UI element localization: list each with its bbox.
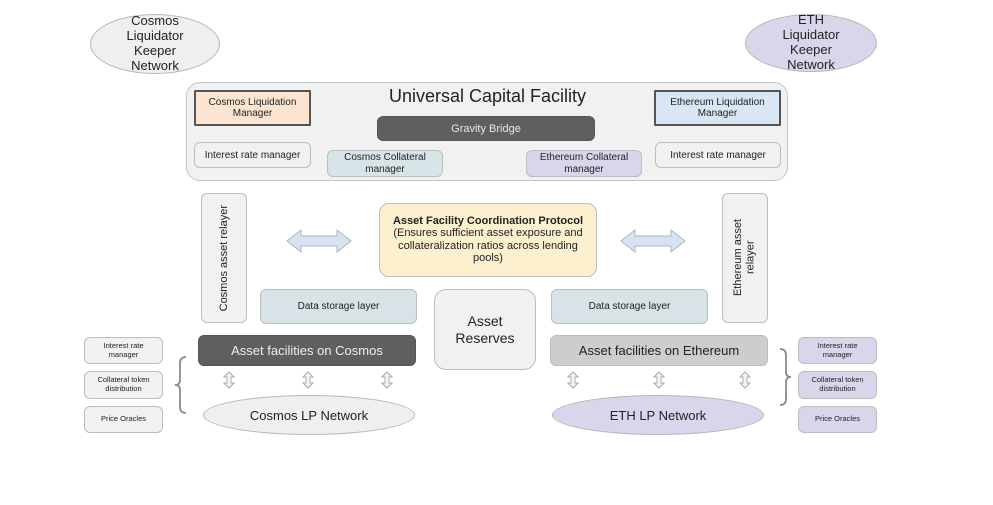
cosmos-keeper-label: Cosmos Liquidator Keeper Network [126,13,184,73]
eth-liquidator-keeper-network: ETH Liquidator Keeper Network [745,12,877,72]
cosmos-data-storage-label: Data storage layer [297,301,380,312]
ethereum-asset-relayer: Ethereum asset relayer [722,193,768,323]
cosmos-side-interest-rate-manager: Interest rate manager [84,337,163,364]
ethereum-interest-rate-manager: Interest rate manager [655,142,781,168]
eth-lp-network-label: ETH LP Network [609,407,707,423]
ucf-title: Universal Capital Facility [388,86,587,106]
cosmos-side-label: Interest rate manager [103,340,144,359]
ethereum-side-interest-rate-manager: Interest rate manager [798,337,877,364]
left-brace-icon [174,356,187,414]
cosmos-asset-relayer: Cosmos asset relayer [201,193,247,323]
ethereum-side-collateral-token-distribution: Collateral token distribution [798,371,877,399]
protocol-title: Asset Facility Coordination Protocol [392,215,584,228]
cosmos-side-price-oracles: Price Oracles [84,406,163,433]
vertical-double-arrow-icon [738,371,752,389]
protocol-description: (Ensures sufficient asset exposure and c… [393,227,583,265]
vertical-double-arrow-icon [566,371,580,389]
cosmos-lp-network: Cosmos LP Network [203,395,415,435]
cosmos-side-collateral-token-distribution: Collateral token distribution [84,371,163,399]
vertical-double-arrow-icon [222,371,236,389]
left-double-arrow-icon [286,228,352,254]
asset-facilities-ethereum: Asset facilities on Ethereum [550,335,768,366]
asset-facilities-cosmos: Asset facilities on Cosmos [198,335,416,366]
ethereum-liquidation-manager-label: Ethereum Liquidation Manager [670,96,765,120]
cosmos-interest-rate-manager-label: Interest rate manager [204,149,301,161]
asset-facilities-ethereum-label: Asset facilities on Ethereum [578,343,740,358]
cosmos-data-storage-layer: Data storage layer [260,289,417,324]
ethereum-side-label: Price Oracles [814,414,860,424]
cosmos-collateral-manager-label: Cosmos Collateral manager [344,152,426,175]
cosmos-interest-rate-manager: Interest rate manager [194,142,311,168]
asset-reserves: Asset Reserves [434,289,536,370]
cosmos-liquidation-manager-label: Cosmos Liquidation Manager [208,96,297,120]
ethereum-liquidation-manager: Ethereum Liquidation Manager [654,90,781,126]
cosmos-asset-relayer-label: Cosmos asset relayer [217,204,230,312]
ethereum-asset-relayer-label: Ethereum asset relayer [732,219,757,297]
ethereum-side-label: Interest rate manager [817,340,858,359]
gravity-bridge-label: Gravity Bridge [451,122,521,135]
gravity-bridge: Gravity Bridge [377,116,595,141]
right-brace-icon [779,348,792,406]
asset-facilities-cosmos-label: Asset facilities on Cosmos [231,343,383,358]
ethereum-collateral-manager-label: Ethereum Collateral manager [539,152,629,175]
ethereum-side-label: Collateral token distribution [811,375,864,393]
cosmos-liquidator-keeper-network: Cosmos Liquidator Keeper Network [90,13,220,74]
vertical-double-arrow-icon [301,371,315,389]
asset-facility-coordination-protocol: Asset Facility Coordination Protocol (En… [379,203,597,277]
asset-reserves-label: Asset Reserves [455,313,515,346]
right-double-arrow-icon [620,228,686,254]
cosmos-side-label: Price Oracles [100,414,146,424]
ethereum-data-storage-layer: Data storage layer [551,289,708,324]
cosmos-side-label: Collateral token distribution [97,375,150,393]
ethereum-interest-rate-manager-label: Interest rate manager [670,149,766,161]
cosmos-liquidation-manager: Cosmos Liquidation Manager [194,90,311,126]
cosmos-collateral-manager: Cosmos Collateral manager [327,150,443,177]
vertical-double-arrow-icon [652,371,666,389]
ethereum-side-price-oracles: Price Oracles [798,406,877,433]
ethereum-data-storage-label: Data storage layer [588,301,671,312]
eth-keeper-label: ETH Liquidator Keeper Network [782,12,840,72]
ethereum-collateral-manager: Ethereum Collateral manager [526,150,642,177]
cosmos-lp-network-label: Cosmos LP Network [249,407,369,423]
vertical-double-arrow-icon [380,371,394,389]
eth-lp-network: ETH LP Network [552,395,764,435]
